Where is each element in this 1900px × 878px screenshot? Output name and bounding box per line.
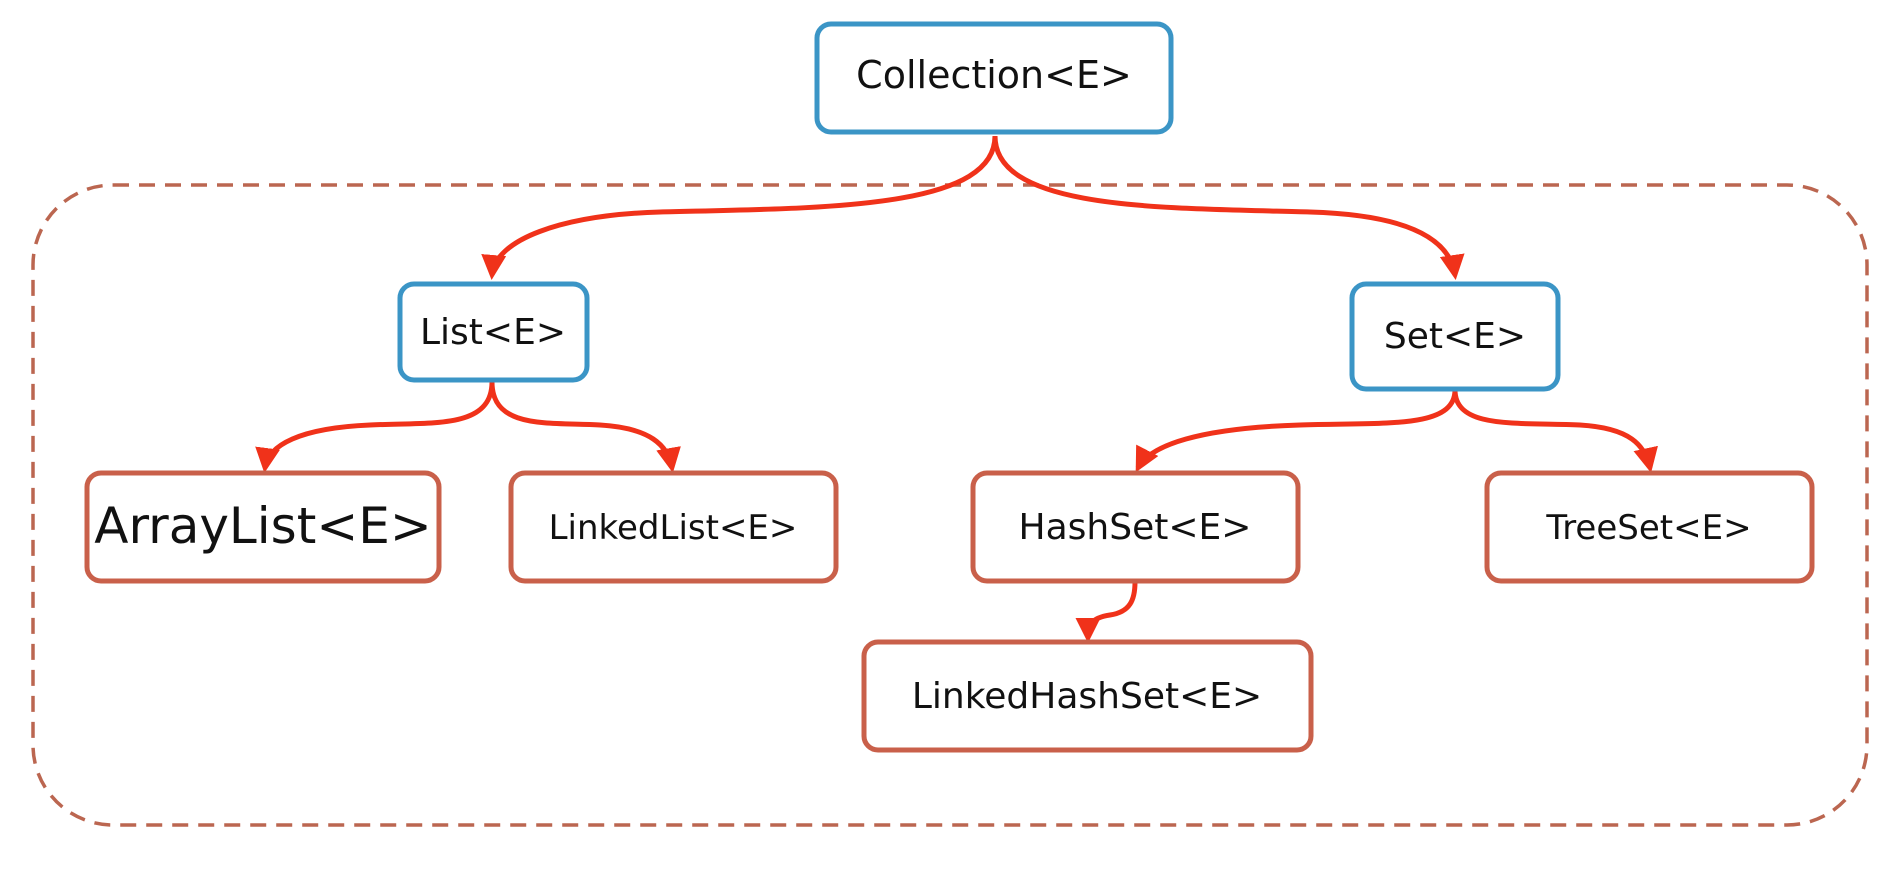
node-list: List<E> [397, 281, 590, 383]
node-hashset-label: HashSet<E> [1019, 507, 1252, 548]
node-arraylist: ArrayList<E> [84, 470, 442, 584]
node-linkedlist: LinkedList<E> [508, 470, 839, 584]
node-arraylist-label: ArrayList<E> [94, 497, 431, 555]
edge-set-to-hashset [1135, 389, 1458, 473]
edge-list-to-arraylist [255, 381, 495, 473]
node-linkedlist-box [508, 470, 839, 584]
node-treeset-label: TreeSet<E> [1545, 508, 1751, 548]
node-collection-label: Collection<E> [856, 53, 1132, 97]
edge-set-to-treeset [1452, 389, 1658, 473]
edge-hashset-to-linkedhashset [1075, 581, 1138, 643]
node-set: Set<E> [1349, 281, 1561, 392]
node-hashset-box [970, 470, 1301, 584]
node-list-box [397, 281, 590, 383]
node-treeset-box [1484, 470, 1815, 584]
node-collection: Collection<E> [814, 21, 1174, 135]
node-treeset: TreeSet<E> [1484, 470, 1815, 584]
edge-list-to-linkedlist [489, 381, 681, 473]
node-linkedhashset: LinkedHashSet<E> [861, 639, 1314, 753]
connectors [255, 135, 1658, 643]
node-arraylist-box [84, 470, 442, 584]
node-collection-box [814, 21, 1174, 135]
node-hashset: HashSet<E> [970, 470, 1301, 584]
node-list-label: List<E> [420, 312, 566, 353]
node-set-label: Set<E> [1384, 316, 1526, 357]
edge-collection-to-set [992, 135, 1465, 280]
node-linkedhashset-label: LinkedHashSet<E> [912, 676, 1262, 717]
node-linkedhashset-box [861, 639, 1314, 753]
edge-collection-to-list [481, 135, 998, 280]
node-linkedlist-label: LinkedList<E> [549, 508, 798, 548]
node-set-box [1349, 281, 1561, 392]
